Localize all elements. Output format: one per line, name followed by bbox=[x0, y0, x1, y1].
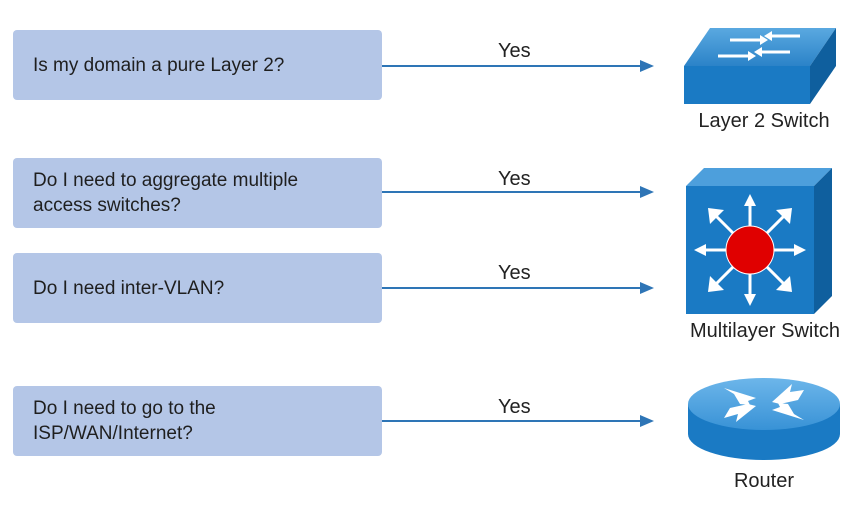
router-label: Router bbox=[733, 470, 795, 492]
question-box-inter-vlan: Do I need inter-VLAN? bbox=[13, 253, 382, 323]
question-box-aggregate: Do I need to aggregate multiple access s… bbox=[13, 158, 382, 228]
yes-label: Yes bbox=[498, 40, 531, 62]
multilayer-switch-label: Multilayer Switch bbox=[689, 320, 841, 342]
arrow-icon bbox=[382, 186, 654, 198]
question-text: Do I need to go to the ISP/WAN/Internet? bbox=[33, 398, 216, 444]
yes-label: Yes bbox=[498, 262, 531, 284]
arrow-icon bbox=[382, 282, 654, 294]
question-text: Do I need inter-VLAN? bbox=[33, 277, 225, 299]
router-icon bbox=[688, 378, 840, 460]
multilayer-switch-icon bbox=[686, 168, 832, 314]
arrow-icon bbox=[382, 60, 654, 72]
question-text: Do I need to aggregate multiple access s… bbox=[33, 170, 299, 216]
layer2-switch-icon bbox=[684, 28, 836, 104]
arrow-icon bbox=[382, 415, 654, 427]
layer2-switch-label: Layer 2 Switch bbox=[698, 110, 830, 132]
question-box-layer2: Is my domain a pure Layer 2? bbox=[13, 30, 382, 100]
question-text: Is my domain a pure Layer 2? bbox=[33, 54, 285, 76]
question-box-wan: Do I need to go to the ISP/WAN/Internet? bbox=[13, 386, 382, 456]
yes-label: Yes bbox=[498, 168, 531, 190]
yes-label: Yes bbox=[498, 396, 531, 418]
